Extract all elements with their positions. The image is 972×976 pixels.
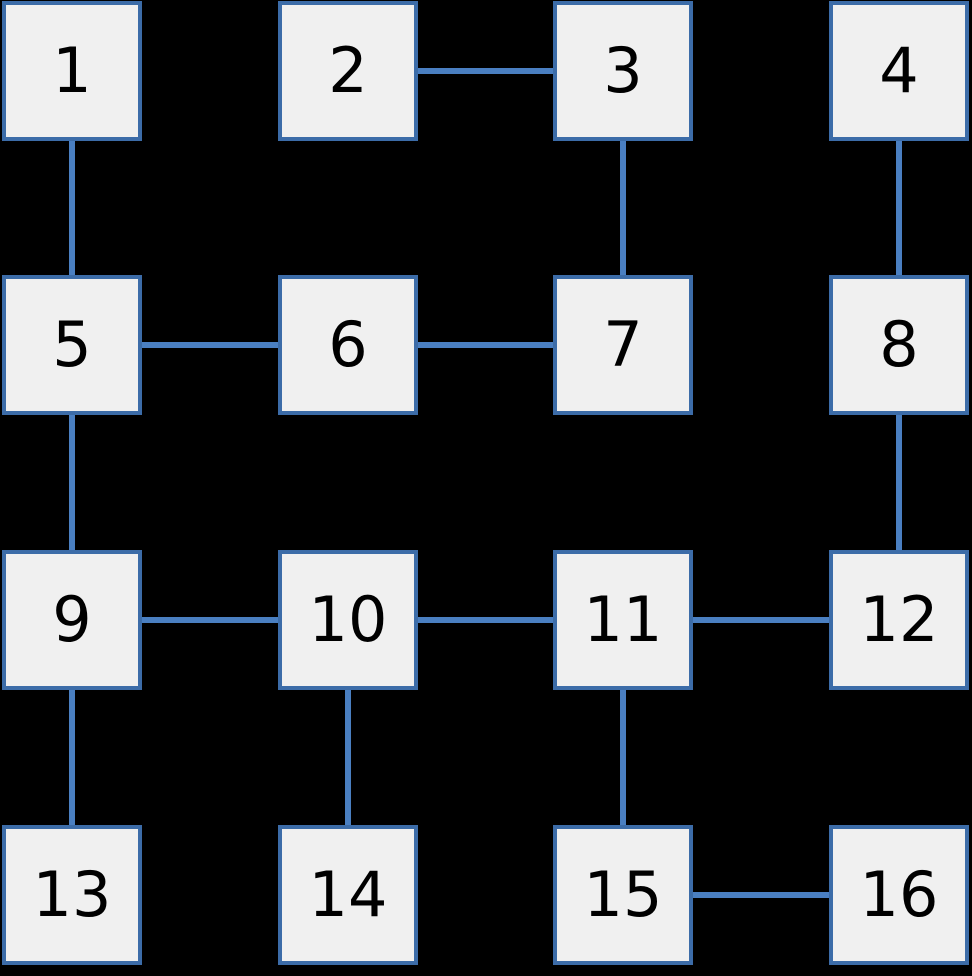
node-label: 16 [859, 858, 939, 931]
graph-node-9[interactable]: 9 [2, 550, 142, 690]
node-label: 3 [603, 34, 643, 107]
node-label: 5 [52, 308, 92, 381]
graph-node-12[interactable]: 12 [829, 550, 969, 690]
graph-node-6[interactable]: 6 [278, 275, 418, 415]
graph-node-16[interactable]: 16 [829, 825, 969, 965]
graph-node-3[interactable]: 3 [553, 1, 693, 141]
graph-node-7[interactable]: 7 [553, 275, 693, 415]
graph-node-10[interactable]: 10 [278, 550, 418, 690]
node-label: 8 [879, 308, 919, 381]
graph-node-5[interactable]: 5 [2, 275, 142, 415]
node-label: 14 [308, 858, 388, 931]
node-label: 15 [583, 858, 663, 931]
node-label: 6 [328, 308, 368, 381]
graph-node-8[interactable]: 8 [829, 275, 969, 415]
graph-node-14[interactable]: 14 [278, 825, 418, 965]
graph-node-11[interactable]: 11 [553, 550, 693, 690]
node-label: 11 [583, 583, 663, 656]
node-label: 13 [32, 858, 112, 931]
node-label: 12 [859, 583, 939, 656]
node-label: 9 [52, 583, 92, 656]
graph-node-1[interactable]: 1 [2, 1, 142, 141]
node-label: 1 [52, 34, 92, 107]
node-label: 2 [328, 34, 368, 107]
node-label: 7 [603, 308, 643, 381]
graph-node-13[interactable]: 13 [2, 825, 142, 965]
graph-node-2[interactable]: 2 [278, 1, 418, 141]
graph-node-15[interactable]: 15 [553, 825, 693, 965]
node-label: 10 [308, 583, 388, 656]
node-label: 4 [879, 34, 919, 107]
graph-node-4[interactable]: 4 [829, 1, 969, 141]
